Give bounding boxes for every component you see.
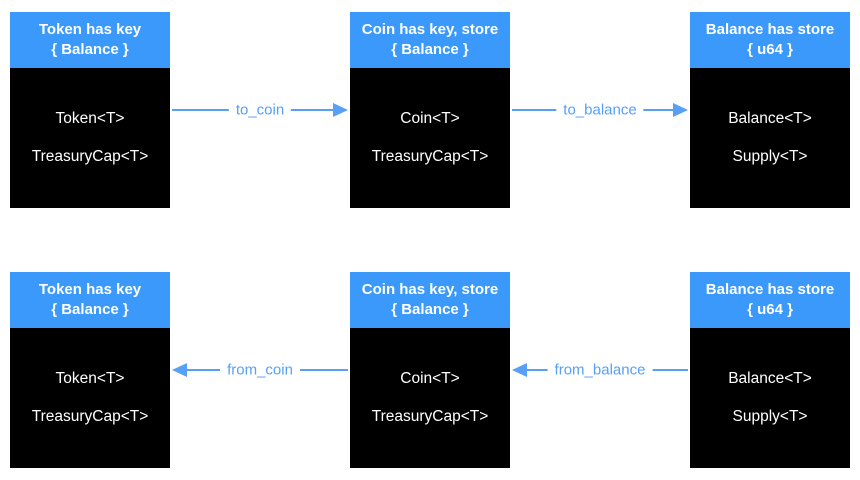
struct-box-coin-top: Coin has key, store { Balance } Coin<T> …	[350, 12, 510, 208]
box-title-line2: { u64 }	[747, 301, 793, 318]
field-label: Supply<T>	[732, 148, 808, 165]
box-header: Token has key { Balance }	[10, 12, 170, 68]
struct-box-token-bottom: Token has key { Balance } Token<T> Treas…	[10, 272, 170, 468]
arrow-label: to_coin	[228, 101, 292, 119]
field-label: TreasuryCap<T>	[31, 148, 149, 165]
box-header: Balance has store { u64 }	[690, 272, 850, 328]
arrow-to-coin: to_coin	[172, 99, 348, 121]
arrow-label: from_coin	[220, 361, 300, 379]
box-body: Token<T> TreasuryCap<T>	[10, 68, 170, 208]
arrowhead-left-icon	[512, 363, 527, 377]
arrow-from-balance: from_balance	[512, 359, 688, 381]
field-label: Token<T>	[55, 110, 125, 127]
arrow-to-balance: to_balance	[512, 99, 688, 121]
arrow-from-coin: from_coin	[172, 359, 348, 381]
box-body: Coin<T> TreasuryCap<T>	[350, 328, 510, 468]
struct-box-balance-top: Balance has store { u64 } Balance<T> Sup…	[690, 12, 850, 208]
field-label: Token<T>	[55, 370, 125, 387]
struct-box-token-top: Token has key { Balance } Token<T> Treas…	[10, 12, 170, 208]
field-label: Coin<T>	[400, 370, 460, 387]
box-title-line2: { Balance }	[391, 301, 469, 318]
arrowhead-right-icon	[673, 103, 688, 117]
field-label: TreasuryCap<T>	[371, 408, 489, 425]
field-label: Coin<T>	[400, 110, 460, 127]
box-title-line1: Balance has store	[705, 281, 835, 298]
box-title-line1: Token has key	[38, 281, 142, 298]
struct-box-coin-bottom: Coin has key, store { Balance } Coin<T> …	[350, 272, 510, 468]
box-header: Coin has key, store { Balance }	[350, 12, 510, 68]
box-title-line2: { Balance }	[51, 41, 129, 58]
box-title-line2: { Balance }	[51, 301, 129, 318]
arrowhead-left-icon	[172, 363, 187, 377]
box-body: Token<T> TreasuryCap<T>	[10, 328, 170, 468]
box-title-line2: { Balance }	[391, 41, 469, 58]
field-label: Balance<T>	[728, 370, 812, 387]
box-body: Balance<T> Supply<T>	[690, 68, 850, 208]
box-title-line1: Coin has key, store	[361, 21, 499, 38]
field-label: Balance<T>	[728, 110, 812, 127]
box-body: Coin<T> TreasuryCap<T>	[350, 68, 510, 208]
field-label: TreasuryCap<T>	[31, 408, 149, 425]
box-title-line1: Balance has store	[705, 21, 835, 38]
arrow-label: to_balance	[556, 101, 644, 119]
field-label: TreasuryCap<T>	[371, 148, 489, 165]
box-header: Coin has key, store { Balance }	[350, 272, 510, 328]
field-label: Supply<T>	[732, 408, 808, 425]
box-body: Balance<T> Supply<T>	[690, 328, 850, 468]
box-title-line1: Coin has key, store	[361, 281, 499, 298]
box-header: Balance has store { u64 }	[690, 12, 850, 68]
box-title-line1: Token has key	[38, 21, 142, 38]
box-header: Token has key { Balance }	[10, 272, 170, 328]
arrowhead-right-icon	[333, 103, 348, 117]
arrow-label: from_balance	[547, 361, 653, 379]
struct-box-balance-bottom: Balance has store { u64 } Balance<T> Sup…	[690, 272, 850, 468]
box-title-line2: { u64 }	[747, 41, 793, 58]
